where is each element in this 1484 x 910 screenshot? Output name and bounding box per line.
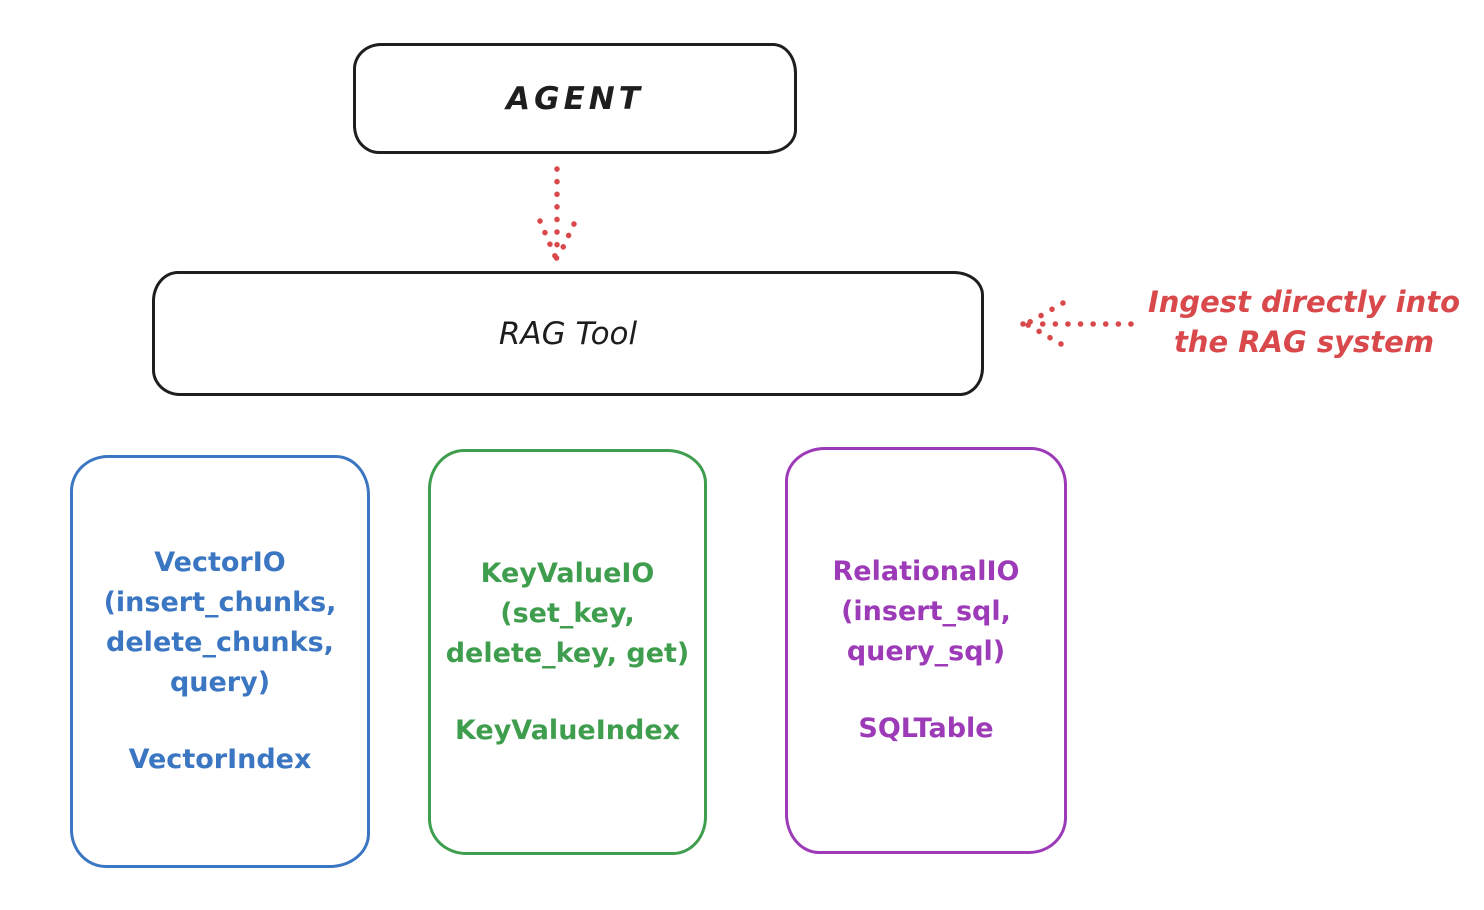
key-value-index-label: KeyValueIndex [454,714,681,746]
sql-table-label: SQLTable [858,713,994,744]
relational-io-node: RelationalIO (insert_sql, query_sql) SQL… [785,447,1067,854]
key-value-io-methods: KeyValueIO (set_key, delete_key, get) [445,557,690,669]
dotted-arrow-down-icon [537,166,577,261]
vector-io-methods: VectorIO (insert_chunks, delete_chunks, … [103,547,337,698]
agent-node: AGENT [353,43,797,154]
vector-index-label: VectorIndex [128,744,312,775]
rag-tool-node: RAG Tool [152,271,984,396]
key-value-io-node: KeyValueIO (set_key, delete_key, get) Ke… [428,449,707,855]
agent-node-label: AGENT [506,80,644,117]
relational-io-methods: RelationalIO (insert_sql, query_sql) [832,556,1020,667]
ingest-annotation-text: Ingest directly into the RAG system [1147,285,1461,359]
dotted-arrow-left-icon [1020,300,1134,347]
rag-tool-node-label: RAG Tool [498,315,638,352]
vector-io-node: VectorIO (insert_chunks, delete_chunks, … [70,455,370,868]
